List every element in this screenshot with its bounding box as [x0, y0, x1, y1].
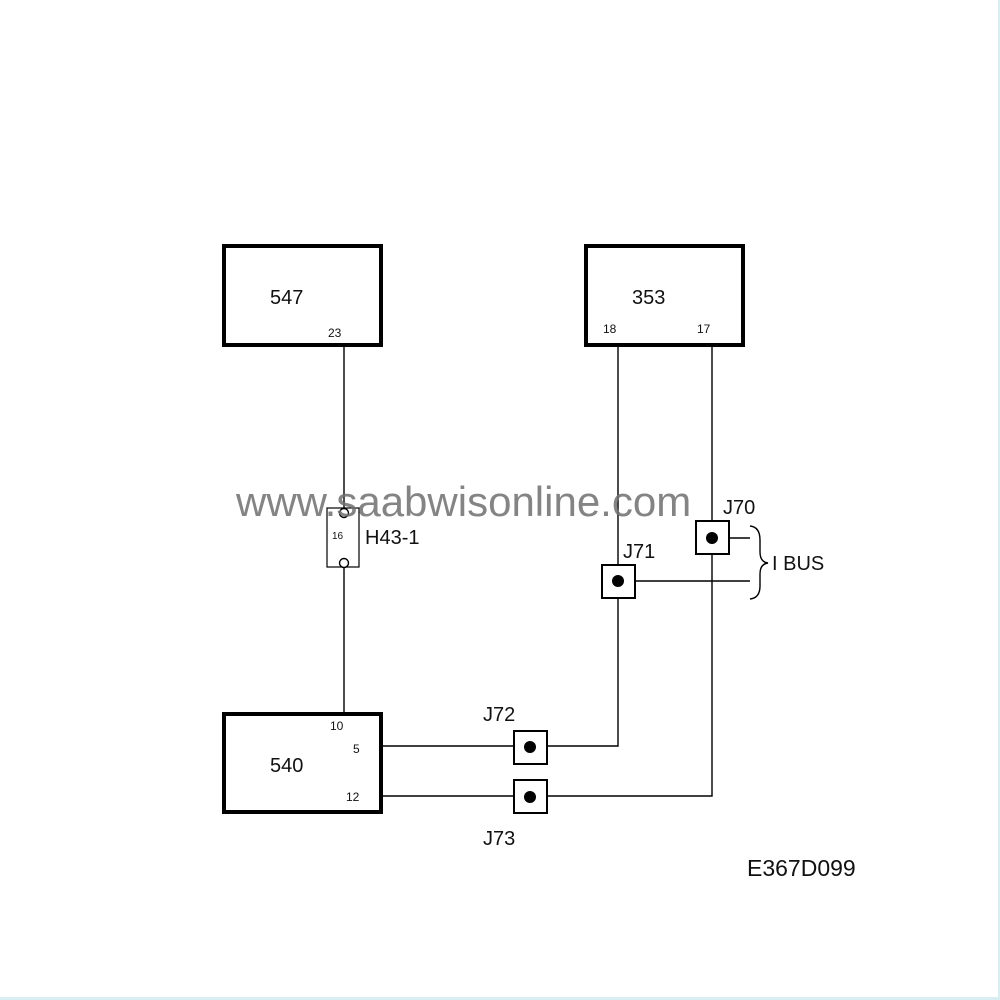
wires	[343, 346, 750, 797]
junction-j72: J72	[483, 704, 548, 765]
brace-icon	[749, 525, 769, 600]
junction-j70-dot-icon	[706, 532, 718, 544]
component-353-box	[584, 244, 745, 347]
component-353-pin-17: 17	[697, 322, 711, 336]
component-353-label: 353	[632, 287, 665, 309]
junction-j70-label: J70	[723, 497, 755, 519]
wire-353-17-to-j73	[547, 346, 713, 797]
component-547-label: 547	[270, 287, 303, 309]
junction-j71-dot-icon	[612, 575, 624, 587]
connector-pin-bottom-icon	[338, 557, 350, 569]
junction-j73-label: J73	[483, 828, 515, 850]
connector-h43-1: 16 H43-1	[326, 507, 419, 569]
junction-j70	[695, 520, 730, 555]
connector-pin-top-icon	[338, 507, 350, 519]
component-540-pin-10: 10	[330, 719, 344, 733]
wire-353-18-to-j72	[547, 346, 619, 747]
component-540: 540 10 5 12	[222, 712, 383, 814]
component-547: 547 23	[222, 244, 383, 347]
frame-edge-bottom	[0, 997, 1000, 1000]
watermark-text: www.saabwisonline.com	[235, 478, 691, 525]
component-353-pin-18: 18	[603, 322, 617, 336]
connector-h43-1-pin-16: 16	[332, 531, 344, 542]
component-547-box	[222, 244, 383, 347]
component-547-pin-23: 23	[328, 326, 342, 340]
frame-edge-right	[998, 0, 1000, 1000]
ibus-group: I BUS	[749, 525, 824, 600]
junction-j72-label: J72	[483, 704, 515, 726]
component-540-pin-5: 5	[353, 742, 360, 756]
diagram-code: E367D099	[747, 855, 856, 881]
junction-j73: J73	[483, 779, 548, 850]
connector-h43-1-label: H43-1	[365, 527, 419, 549]
junction-j71-label: J71	[623, 541, 655, 563]
component-540-box	[222, 712, 383, 814]
ibus-label: I BUS	[772, 553, 824, 575]
component-353: 353 18 17	[584, 244, 745, 347]
junction-j71: J71	[601, 541, 655, 599]
component-540-pin-12: 12	[346, 790, 360, 804]
junction-j73-dot-icon	[524, 791, 536, 803]
component-540-label: 540	[270, 755, 303, 777]
junction-j72-dot-icon	[524, 741, 536, 753]
